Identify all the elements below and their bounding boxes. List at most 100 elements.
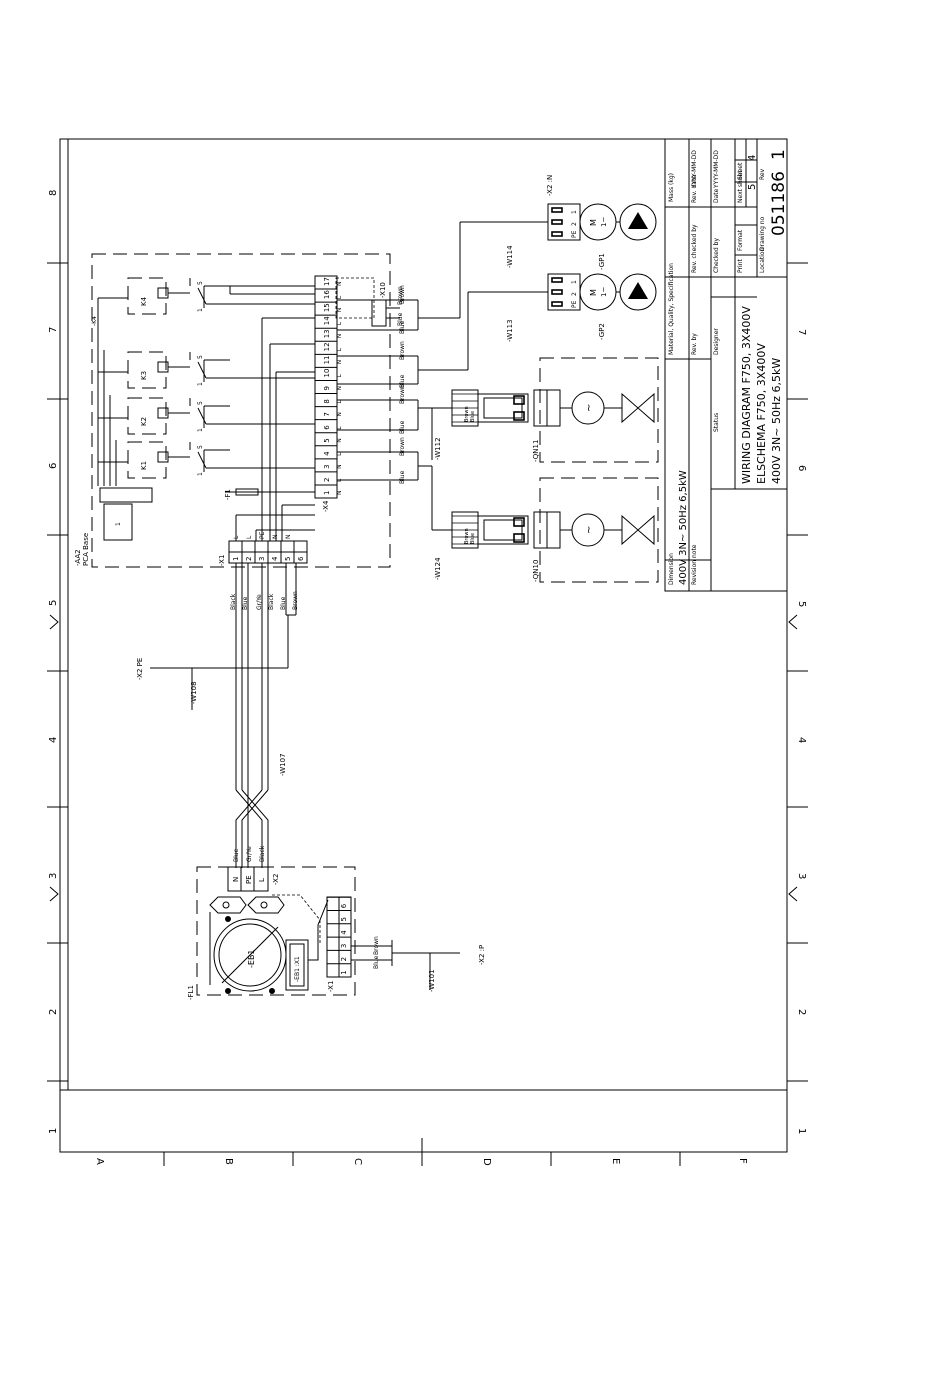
terminal-x10: -X10 Brown Blue	[335, 277, 404, 327]
x4-terminal-number: 8	[323, 399, 331, 403]
row-label: 2	[48, 1009, 59, 1015]
w113-label: -W113	[506, 319, 514, 342]
x4-terminal-number: 10	[323, 369, 331, 378]
x4-terminal-number: 6	[323, 425, 331, 430]
x2-label: -X2	[272, 874, 280, 885]
x1-wire-color: Blue	[242, 596, 249, 610]
pump-motor-ac: 1~	[600, 217, 608, 227]
x1-terminal: 1	[232, 557, 240, 561]
x4-terminal-side: N	[336, 438, 343, 443]
relay-pin: 1	[197, 382, 204, 386]
x4-terminal-side: N	[336, 282, 343, 287]
next-sheet-value: 5	[747, 184, 758, 190]
mass-label: Mass (kg)	[668, 173, 675, 202]
x4-output-wiring: -W112 -W124 -W113 -W114	[337, 221, 548, 580]
w107-label: -W107	[279, 753, 287, 776]
grid-row-labels-left: 8 7 6 5 4 3 2 1	[48, 190, 59, 1134]
x4-terminal-side: N	[336, 360, 343, 365]
k4-ref: -K4	[91, 316, 98, 326]
row-label: 4	[796, 737, 807, 743]
x2n-label: -X2 :N	[546, 175, 554, 196]
valve-motor-symbol: ~	[584, 404, 595, 412]
rev-date-value: YYYY-MM-DD	[691, 150, 698, 189]
x4-terminal-side: N	[336, 386, 343, 391]
x1-terminal-top: N	[272, 535, 279, 540]
fl1-wire-blue: Blue	[373, 955, 380, 969]
row-label: 3	[48, 873, 59, 879]
x4-terminal-number: 3	[323, 464, 331, 468]
rev-label: Rev	[759, 168, 766, 180]
x4-terminal-number: 12	[323, 342, 331, 351]
print-label: Print	[737, 259, 744, 273]
w101-label: -W101	[428, 969, 436, 992]
x4-terminal-number: 13	[323, 329, 331, 338]
x4-terminal-number: 15	[323, 303, 331, 312]
power-wiring: -X2 PE -W108 -W107	[136, 563, 297, 868]
w108-label: -W108	[190, 681, 198, 704]
relay-pin: 5	[197, 281, 204, 285]
x2-wire-blue: Blue	[233, 848, 240, 862]
row-label: 3	[796, 873, 807, 879]
revision-note-label: Revision note	[691, 544, 698, 585]
x4-terminal-number: 7	[323, 412, 331, 416]
pump-terminal: 2	[571, 222, 578, 226]
valve-wire: Brown	[464, 528, 470, 544]
drawing-no-label: Drawing no	[759, 216, 766, 251]
relay-label: K3	[140, 371, 148, 380]
x1-right-terminal: 2	[340, 957, 348, 961]
pump-label: -GP1	[598, 253, 606, 270]
x2-pe-label: -X2 PE	[136, 658, 144, 680]
pump-terminal: 1	[571, 210, 578, 214]
x4-terminal-number: 1	[323, 491, 331, 495]
date-value: YYYY-MM-DD	[713, 150, 720, 189]
x4-terminal-number: 17	[323, 277, 331, 286]
drawing-frame	[47, 138, 808, 1166]
x4-terminal-side: L	[336, 400, 343, 404]
pump-terminal: 1	[571, 280, 578, 284]
drawing-number: 051186	[769, 171, 789, 236]
row-label: 8	[48, 190, 59, 196]
row-label: 1	[48, 1128, 59, 1134]
x1-right-terminal: 3	[340, 944, 348, 948]
pump-motor-symbol: M	[589, 219, 598, 226]
x4-terminal-side: N	[336, 491, 343, 496]
rev-date-label: Rev. date	[691, 175, 698, 203]
x1-terminal-top: PE	[259, 531, 266, 539]
pcb-aa2: -AA2 PCA Base -K4 1	[74, 253, 391, 568]
x1-right-terminal: 4	[340, 930, 348, 935]
x1-right-terminal: 6	[340, 903, 348, 908]
drawing-spec: 400V 3N~ 50Hz 6,5kW	[770, 358, 783, 484]
pump-motor-ac: 1~	[600, 287, 608, 297]
pump-terminal: PE	[571, 300, 578, 308]
x1-right-terminal: 5	[340, 917, 348, 921]
status-label: Status	[713, 413, 720, 432]
w114-label: -W114	[506, 245, 514, 268]
row-label: 5	[796, 601, 807, 607]
row-label: 6	[796, 465, 807, 471]
x1-wire-color: Black	[230, 593, 237, 610]
x1-terminal: 6	[297, 556, 305, 561]
row-label: 1	[796, 1128, 807, 1134]
x4-terminal-side: N	[336, 412, 343, 417]
x4-terminal-number: 11	[323, 355, 331, 364]
rev-by-label: Rev. by	[691, 333, 698, 355]
x4-wire-color: Blue	[399, 470, 406, 484]
